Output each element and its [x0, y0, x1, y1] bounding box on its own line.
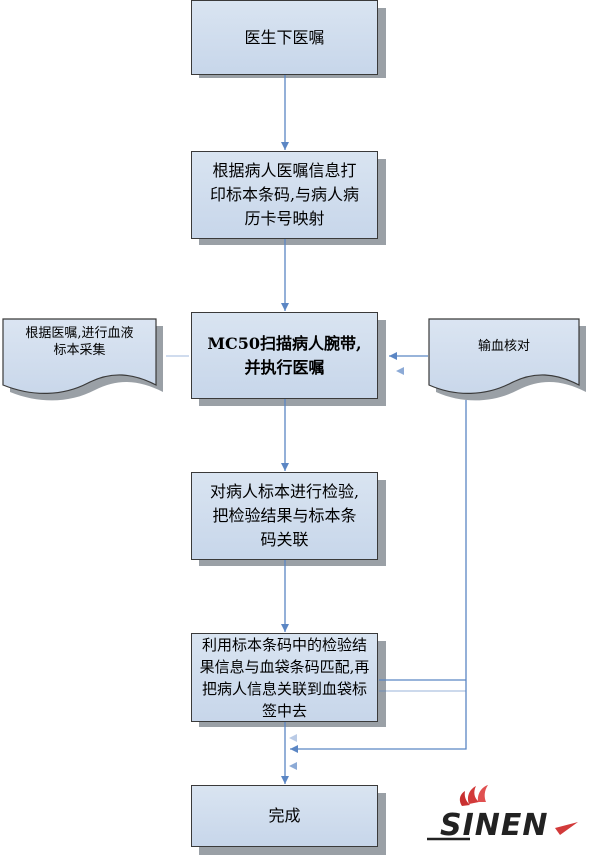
- step-doctor-order: 医生下医嘱: [191, 0, 378, 75]
- logo-text: SINEN: [440, 808, 549, 843]
- verify-feedback-line: [290, 400, 467, 753]
- step-done: 完成: [191, 785, 378, 847]
- step-print-barcode-label: 根据病人医嘱信息打 印标本条码,与病人病 历卡号映射: [209, 161, 360, 228]
- step-lab-test-label: 对病人标本进行检验, 把检验结果与标本条 码关联: [209, 482, 360, 549]
- step-scan-wristband: MC50扫描病人腕带, 并执行医嘱: [191, 312, 378, 399]
- step-lab-test: 对病人标本进行检验, 把检验结果与标本条 码关联: [191, 472, 378, 560]
- step-done-label: 完成: [268, 806, 301, 825]
- box-shadows: [199, 8, 386, 855]
- doc-right-shape: [428, 318, 586, 401]
- connectors: [166, 75, 467, 784]
- doc-left-shape: [2, 318, 163, 401]
- doc-left-label: 根据医嘱,进行血液 标本采集: [25, 326, 134, 358]
- step-print-barcode: 根据病人医嘱信息打 印标本条码,与病人病 历卡号映射: [191, 151, 378, 239]
- logo-graphic: [427, 785, 578, 841]
- small-markers: [289, 367, 404, 770]
- step-match-blood-bag-label: 利用标本条码中的检验结 果信息与血袋条码匹配,再 把病人信息关联到血袋标 签中去: [199, 635, 370, 720]
- doc-right-label: 输血核对: [477, 339, 530, 354]
- step-match-blood-bag: 利用标本条码中的检验结 果信息与血袋条码匹配,再 把病人信息关联到血袋标 签中去: [191, 633, 378, 722]
- step-doctor-order-label: 医生下医嘱: [244, 27, 325, 47]
- step-scan-wristband-label: MC50扫描病人腕带, 并执行医嘱: [207, 333, 362, 377]
